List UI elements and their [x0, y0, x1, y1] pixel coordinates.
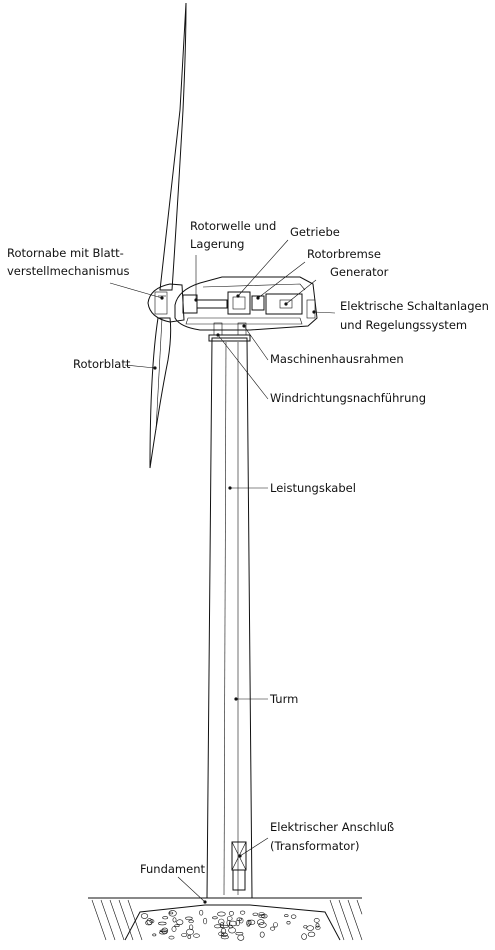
label-getriebe: Getriebe	[290, 225, 340, 239]
label-fundament: Fundament	[140, 862, 205, 876]
leader-lines	[109, 239, 336, 904]
foundation	[88, 897, 363, 941]
label-generator: Generator	[330, 265, 389, 279]
label-rotorwelle-line1: Rotorwelle und	[190, 219, 276, 233]
upper-blade	[159, 2, 187, 291]
gearbox	[227, 291, 251, 315]
label-rotorbremse: Rotorbremse	[307, 247, 381, 261]
rotor-blades	[149, 2, 187, 469]
label-schaltanlagen-line2: und Regelungssystem	[340, 318, 467, 332]
generator-box	[265, 293, 303, 315]
label-schaltanlagen-line1: Elektrische Schaltanlagen	[340, 299, 489, 313]
label-rotorwelle-line2: Lagerung	[190, 237, 244, 251]
label-turm: Turm	[269, 692, 298, 706]
label-windrichtungsnachfuehrung: Windrichtungsnachführung	[270, 391, 426, 405]
label-anschluss-line2: (Transformator)	[270, 839, 360, 853]
label-maschinenhausrahmen: Maschinenhausrahmen	[270, 352, 404, 366]
label-rotornabe-line2: verstellmechanismus	[7, 264, 129, 278]
tower	[206, 334, 253, 899]
rotor-hub	[147, 283, 185, 323]
label-anschluss-line1: Elektrischer Anschluß	[270, 820, 394, 834]
labels: Rotornabe mit Blatt- verstellmechanismus…	[7, 219, 489, 876]
label-rotornabe-line1: Rotornabe mit Blatt-	[7, 246, 124, 260]
lower-blade	[149, 317, 172, 469]
label-leistungskabel: Leistungskabel	[270, 481, 356, 495]
brake	[251, 295, 265, 311]
label-rotorblatt: Rotorblatt	[73, 357, 131, 371]
